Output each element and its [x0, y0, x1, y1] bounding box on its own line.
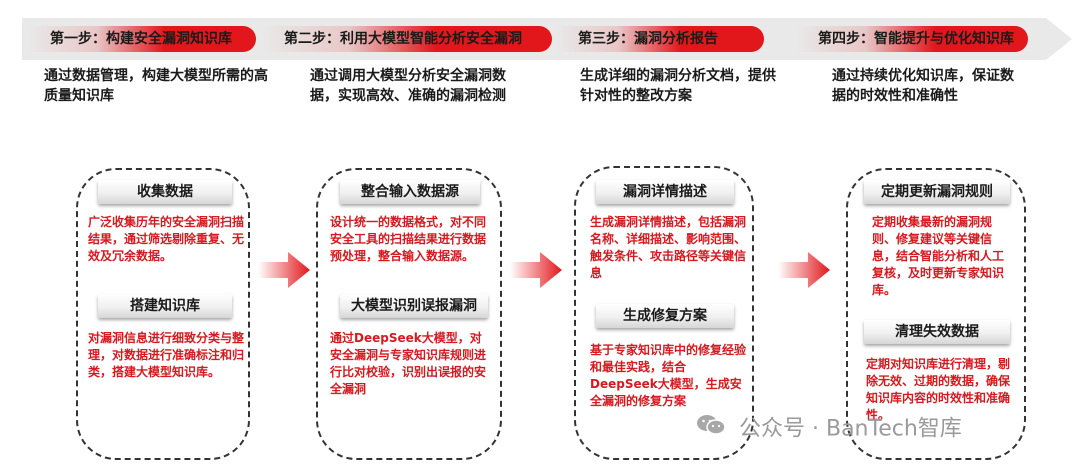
- step-4-title: 第四步：智能提升与优化知识库: [818, 31, 1014, 47]
- integrate-sources-text: 设计统一的数据格式，对不同安全工具的扫描结果进行数据预处理，整合输入数据源。: [330, 215, 487, 263]
- step-4-description: 通过持续优化知识库，保证数据的时效性和准确性: [832, 68, 1014, 104]
- vuln-detail-text: 生成漏洞详情描述，包括漏洞名称、详细描述、影响范围、触发条件、攻击路径等关键信息: [590, 215, 747, 280]
- step-3-pill: 第三步：漏洞分析报告: [556, 26, 764, 52]
- step-3-title: 第三步：漏洞分析报告: [578, 31, 718, 47]
- false-positive-heading: 大模型识别误报漏洞: [340, 294, 488, 318]
- watermark: 公众号 · BanTech智库: [696, 413, 962, 443]
- build-kb-heading: 搭建知识库: [98, 294, 232, 318]
- fix-plan-text: 基于专家知识库中的修复经验和最佳实践，结合DeepSeek大模型，生成安全漏洞的…: [590, 343, 747, 408]
- step-3-description: 生成详细的漏洞分析文档，提供针对性的整改方案: [580, 68, 776, 104]
- clean-data-text: 定期对知识库进行清理，剔除无效、过期的数据，确保知识库内容的时效性和准确性。: [866, 357, 1011, 422]
- watermark-text: 公众号 · BanTech智库: [739, 416, 962, 442]
- step-2-card: 整合输入数据源 设计统一的数据格式，对不同安全工具的扫描结果进行数据预处理，整合…: [316, 168, 502, 460]
- vuln-detail-heading: 漏洞详情描述: [596, 180, 734, 204]
- false-positive-text: 通过DeepSeek大模型，对安全漏洞与专家知识库规则进行比对校验，识别出误报的…: [330, 331, 487, 396]
- flow-arrow-2: [510, 252, 562, 288]
- step-2-title: 第二步：利用大模型智能分析安全漏洞: [284, 31, 522, 47]
- flow-arrow-1: [258, 252, 310, 288]
- step-1-title: 第一步：构建安全漏洞知识库: [50, 31, 232, 47]
- update-rules-text: 定期收集最新的漏洞规则、修复建议等关键信息，结合智能分析和人工复核，及时更新专家…: [872, 215, 1005, 297]
- step-4-pill: 第四步：智能提升与优化知识库: [796, 26, 1028, 52]
- step-4-card: 定期更新漏洞规则 定期收集最新的漏洞规则、修复建议等关键信息，结合智能分析和人工…: [846, 168, 1026, 460]
- fix-plan-heading: 生成修复方案: [596, 304, 734, 328]
- step-2-pill: 第二步：利用大模型智能分析安全漏洞: [262, 26, 552, 52]
- collect-data-text: 广泛收集历年的安全漏洞扫描结果，通过筛选剔除重复、无效及冗余数据。: [88, 215, 245, 263]
- wechat-icon: [696, 413, 726, 446]
- step-1-pill: 第一步：构建安全漏洞知识库: [28, 26, 256, 52]
- integrate-sources-heading: 整合输入数据源: [340, 180, 480, 204]
- step-1-card: 收集数据 广泛收集历年的安全漏洞扫描结果，通过筛选剔除重复、无效及冗余数据。 搭…: [76, 168, 250, 460]
- step-1-description: 通过数据管理，构建大模型所需的高质量知识库: [44, 68, 268, 104]
- step-3-card: 漏洞详情描述 生成漏洞详情描述，包括漏洞名称、详细描述、影响范围、触发条件、攻击…: [574, 166, 754, 460]
- build-kb-text: 对漏洞信息进行细致分类与整理，对数据进行准确标注和归类，搭建大模型知识库。: [88, 331, 245, 379]
- step-2-description: 通过调用大模型分析安全漏洞数据，实现高效、准确的漏洞检测: [310, 68, 506, 104]
- flow-arrow-3: [778, 252, 830, 288]
- collect-data-heading: 收集数据: [98, 180, 232, 204]
- update-rules-heading: 定期更新漏洞规则: [864, 180, 1010, 204]
- clean-data-heading: 清理失效数据: [864, 320, 1010, 344]
